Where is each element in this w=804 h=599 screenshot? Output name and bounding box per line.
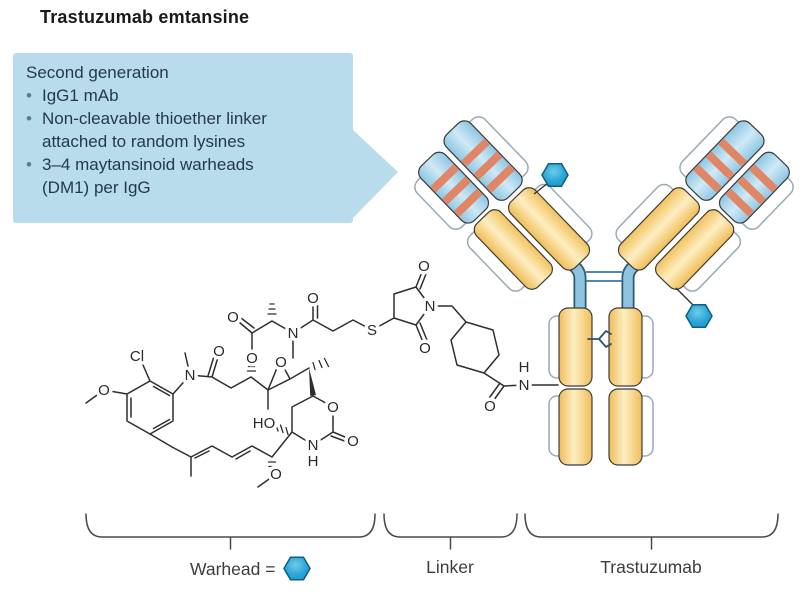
atom-label: N (185, 367, 196, 384)
glycan-icon (587, 330, 612, 348)
legend-trastuzumab: Trastuzumab (600, 557, 702, 577)
warhead-hexagon-icon (541, 162, 569, 188)
atom-label: H (308, 453, 319, 470)
callout-bullet: • 3–4 maytansinoid warheads (DM1) per Ig… (26, 153, 343, 199)
atom-label: O (484, 398, 496, 415)
atom-label: O (419, 340, 431, 357)
bullet-text: Non-cleavable thioether linker (42, 109, 267, 128)
fab-arm-left (401, 107, 604, 312)
atom-label: Cl (130, 348, 144, 365)
fc-region (548, 307, 654, 466)
chem-structure (85, 266, 559, 488)
atom-label: N (308, 437, 319, 454)
disulfide-bonds (586, 271, 622, 282)
legend-warhead: Warhead = (190, 556, 312, 581)
atom-label: O (213, 343, 225, 360)
bullet-dot-icon: • (26, 155, 32, 174)
callout-bullet: • IgG1 mAb (26, 84, 343, 107)
antibody-diagram (401, 107, 804, 466)
warhead-link-right (675, 287, 695, 307)
callout-heading: Second generation (26, 63, 169, 82)
warhead-label: Warhead = (190, 558, 276, 579)
atom-label: S (367, 322, 377, 339)
atom-label: HO (253, 415, 276, 432)
callout-bullet: • Non-cleavable thioether linker attache… (26, 107, 343, 153)
bullet-text: (DM1) per IgG (42, 178, 151, 197)
bullet-text: IgG1 mAb (42, 86, 119, 105)
atom-label: O (227, 309, 239, 326)
bullet-text: attached to random lysines (42, 132, 246, 151)
atom-label: O (275, 354, 287, 371)
atom-label: O (246, 350, 258, 367)
blue-hexagon-warhead-icon (283, 556, 312, 581)
atom-label: O (418, 258, 430, 275)
atom-label: N (425, 298, 436, 315)
legend-linker: Linker (426, 557, 474, 577)
atom-label: O (307, 290, 319, 307)
atom-label: N (519, 377, 530, 394)
atom-label: O (98, 382, 110, 399)
page-title: Trastuzumab emtansine (40, 7, 250, 27)
fab-arm-right (604, 107, 804, 312)
brace-trastuzumab (524, 513, 779, 550)
atom-label: H (519, 359, 530, 376)
brace-linker (383, 513, 518, 550)
warhead-link-left (533, 182, 549, 195)
wedge-bond (309, 368, 316, 396)
atom-label: O (327, 399, 339, 416)
warhead-hexagon-icon (685, 303, 713, 329)
callout-box: Second generation • IgG1 mAb • Non-cleav… (13, 53, 353, 223)
atom-label: O (347, 433, 359, 450)
bullet-dot-icon: • (26, 86, 32, 105)
atom-label: N (288, 325, 299, 342)
callout-pointer (353, 130, 398, 218)
bullet-text: 3–4 maytansinoid warheads (42, 155, 254, 174)
legend-braces (85, 513, 779, 550)
brace-warhead (85, 513, 376, 550)
atom-label: O (270, 466, 282, 483)
bullet-dot-icon: • (26, 109, 32, 128)
